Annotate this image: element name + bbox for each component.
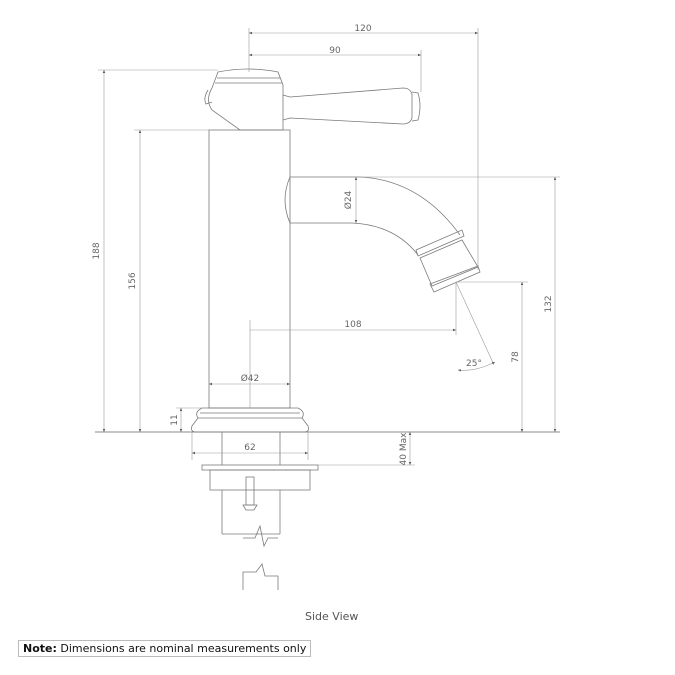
mounting-assembly xyxy=(201,432,319,590)
dim-flange-height: 11 xyxy=(170,414,180,425)
dim-outlet-projection: 108 xyxy=(344,320,361,330)
dim-spout-diameter: Ø24 xyxy=(343,190,354,209)
dimension-lines xyxy=(102,31,557,465)
dim-mounting-thickness: 40 Max xyxy=(399,432,409,466)
view-caption: Side View xyxy=(305,610,359,623)
extension-lines xyxy=(98,28,560,466)
note-box: Note: Dimensions are nominal measurement… xyxy=(18,640,312,657)
dim-body-diameter: Ø42 xyxy=(241,373,260,384)
dim-flow-angle: 25° xyxy=(466,359,482,369)
dim-overall-height: 188 xyxy=(92,242,102,259)
dim-outlet-height: 78 xyxy=(511,351,521,363)
dim-overall-reach: 120 xyxy=(354,24,371,34)
dim-flange-width: 62 xyxy=(244,443,255,453)
note-label: Note: xyxy=(23,642,57,655)
tap-body xyxy=(191,68,481,433)
dim-body-height: 156 xyxy=(128,272,138,289)
note-text: Dimensions are nominal measurements only xyxy=(56,642,307,655)
dim-spout-height: 132 xyxy=(544,295,554,312)
dim-handle-reach: 90 xyxy=(329,46,341,56)
